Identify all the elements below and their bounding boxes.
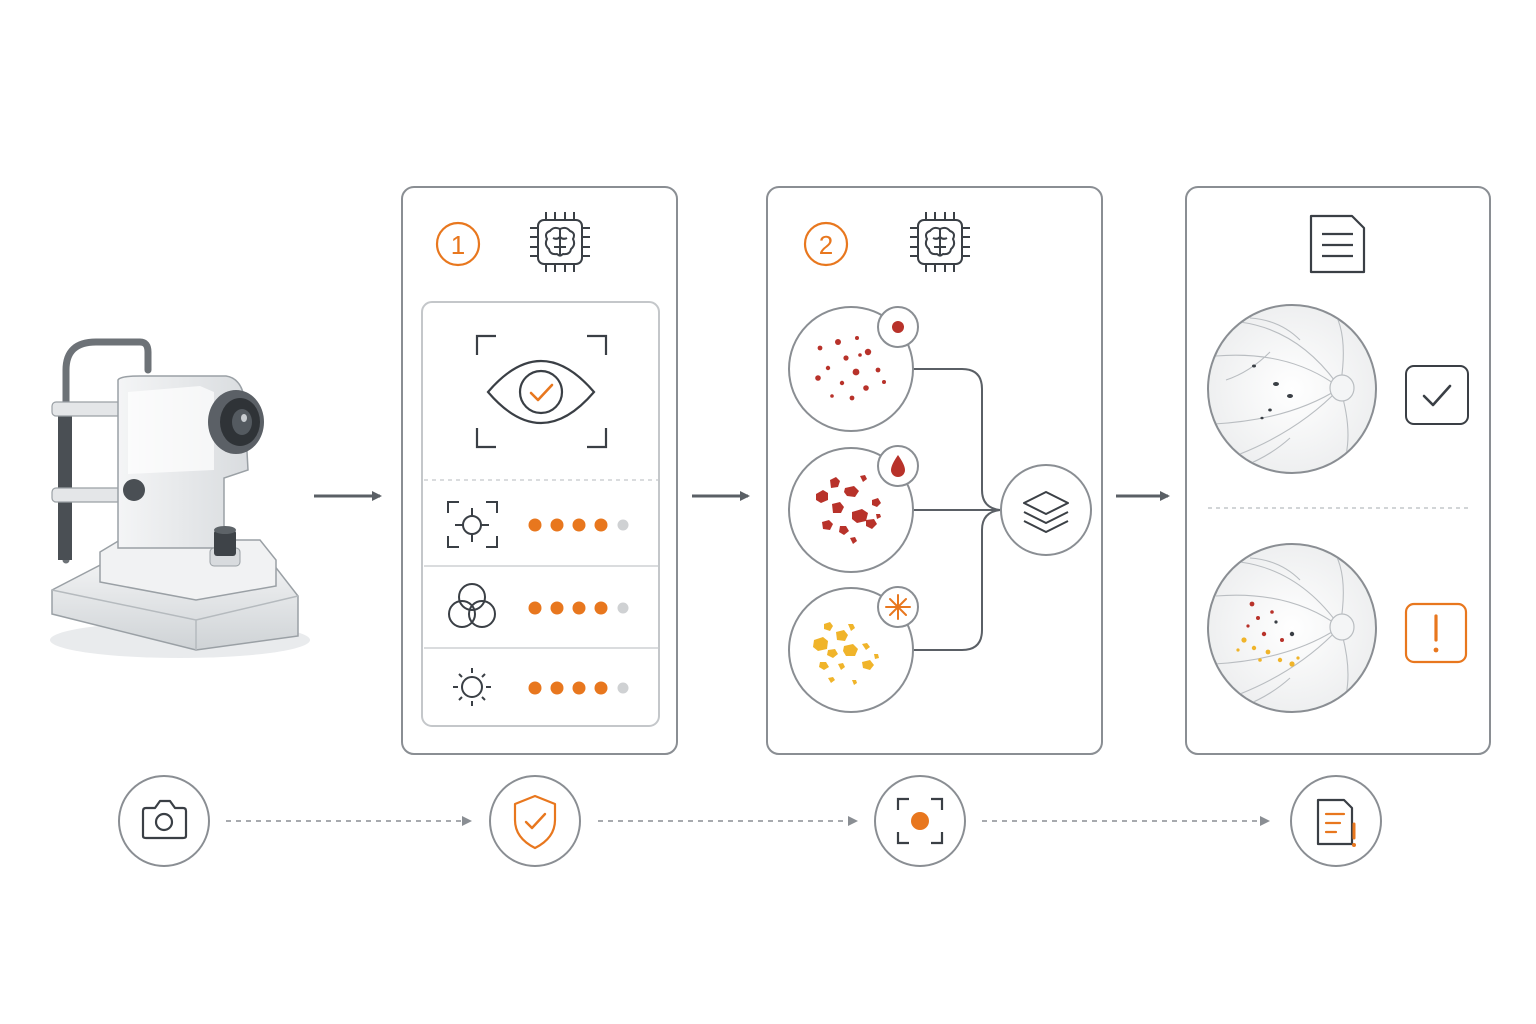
shield-check-icon — [489, 775, 581, 867]
rating-dot — [617, 519, 629, 531]
camera-icon — [118, 775, 210, 867]
rating-dot — [572, 601, 586, 615]
retina-result-referable — [1207, 543, 1377, 713]
exudate-detection — [788, 586, 919, 713]
scan-target-icon — [874, 775, 966, 867]
rating-dot — [528, 518, 542, 532]
rating-dot — [594, 681, 608, 695]
brain-chip-icon — [530, 212, 590, 272]
step-number: 1 — [451, 230, 465, 260]
microaneurysm-detection — [788, 306, 919, 432]
quality-ratings — [528, 518, 629, 695]
bottom-flow — [118, 775, 1382, 867]
sparkle-icon — [885, 594, 911, 620]
rating-dot — [617, 682, 629, 694]
merge-connectors — [912, 368, 1001, 651]
brightness-icon — [453, 668, 491, 706]
retina-result-normal — [1207, 304, 1377, 474]
stage1-panel: 1 — [401, 186, 678, 755]
layers-icon — [1000, 464, 1092, 556]
rating-dot — [572, 681, 586, 695]
step-number: 2 — [819, 230, 833, 260]
rating-dot — [594, 518, 608, 532]
red-dot-icon — [892, 321, 904, 333]
stage3-panel — [1185, 186, 1491, 755]
stage2-panel: 2 — [766, 186, 1103, 755]
rating-dot — [528, 681, 542, 695]
blood-drop-icon — [891, 455, 905, 477]
report-document-icon — [1309, 214, 1366, 274]
rating-dot — [617, 602, 629, 614]
hemorrhage-detection — [788, 445, 919, 573]
focus-icon — [447, 501, 498, 548]
color-channels-icon — [448, 583, 496, 628]
fundus-camera-device — [50, 338, 310, 658]
step-number-badge — [435, 221, 481, 267]
step-number-badge — [803, 221, 849, 267]
brain-chip-icon — [910, 212, 970, 272]
rating-dot — [572, 518, 586, 532]
exclamation-icon — [1404, 602, 1468, 664]
report-alert-icon — [1290, 775, 1382, 867]
rating-dot — [528, 601, 542, 615]
checkmark-icon — [1405, 365, 1469, 425]
rating-dot — [594, 601, 608, 615]
eye-check-icon — [475, 334, 608, 449]
rating-dot — [550, 681, 564, 695]
rating-dot — [550, 601, 564, 615]
rating-dot — [550, 518, 564, 532]
